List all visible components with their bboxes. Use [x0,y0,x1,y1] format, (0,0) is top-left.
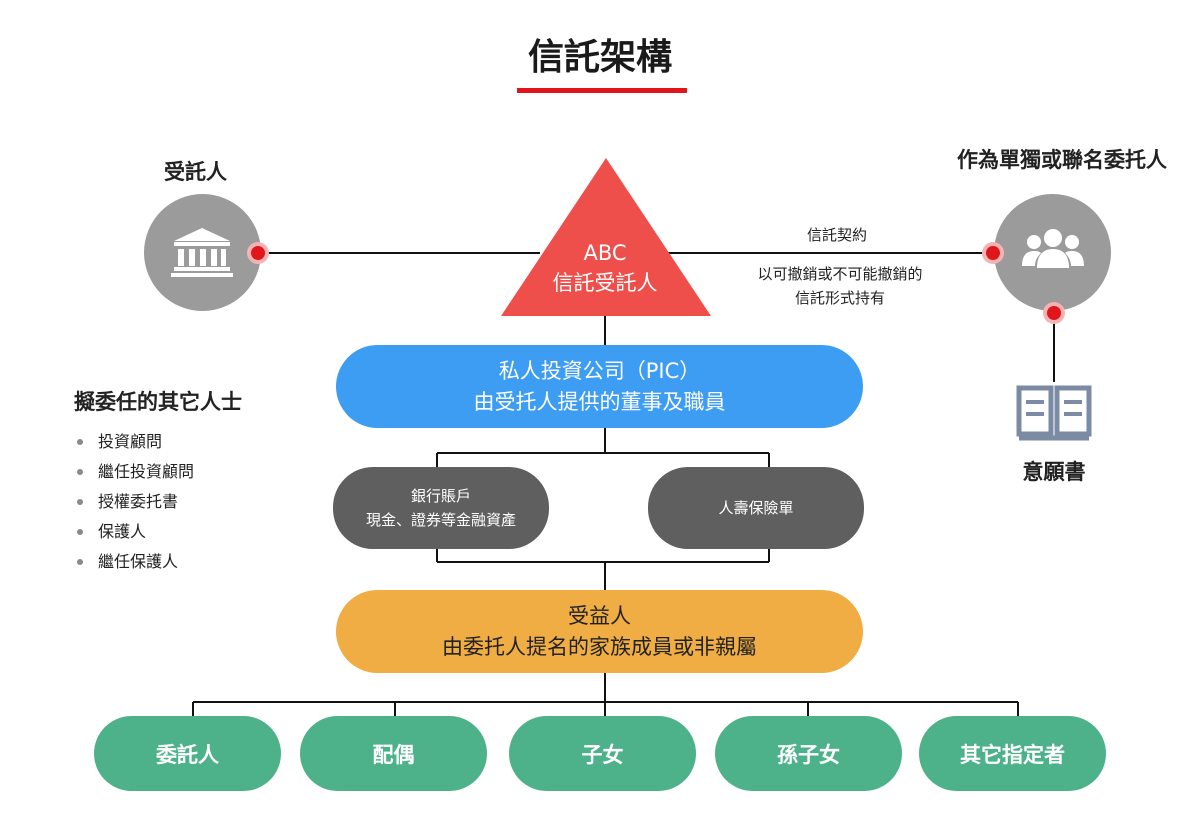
asset-life-insurance: 人壽保險單 [648,467,864,549]
trustee-triangle [501,158,711,316]
beneficiary-type-label: 孫子女 [777,742,840,767]
settlor-bottom-dot [1043,302,1065,324]
beneficiary-line2: 由委托人提名的家族成員或非親屬 [442,634,757,659]
beneficiary-type-grandchildren: 孫子女 [715,716,902,791]
triangle-line1: ABC [583,241,627,265]
open-book-icon [1016,385,1092,441]
page-title: 信託架構 [527,37,672,78]
settlor-connection-dot [982,242,1004,264]
list-item: 投資顧問 [74,427,194,457]
letter-of-wishes-label: 意願書 [1022,460,1086,484]
beneficiary-type-label: 子女 [581,742,624,767]
contract-note: 以可撤銷或不可能撤銷的 信託形式持有 [730,262,950,310]
pic-line2: 由受托人提供的董事及職員 [473,389,726,414]
appointees-list: 投資顧問 繼任投資顧問 授權委托書 保護人 繼任保護人 [74,427,194,577]
asset-line2: 現金、證券等金融資產 [365,511,516,529]
beneficiary-box: 受益人 由委托人提名的家族成員或非親屬 [336,590,863,673]
settlor-circle [994,194,1111,311]
triangle-line2: 信託受託人 [552,271,658,295]
beneficiary-type-label: 委託人 [156,742,219,767]
triangle-text: ABC 信託受託人 [520,238,690,298]
pic-line1: 私人投資公司（PIC） [498,358,701,383]
trustee-label: 受託人 [164,160,227,184]
beneficiary-type-spouse: 配偶 [300,716,487,791]
trustee-circle [144,194,261,311]
list-item: 保護人 [74,517,194,547]
pic-box: 私人投資公司（PIC） 由受托人提供的董事及職員 [336,345,863,428]
beneficiary-type-other: 其它指定者 [919,716,1106,791]
beneficiary-type-label: 其它指定者 [960,742,1065,767]
list-item: 繼任保護人 [74,547,194,577]
asset-line1: 銀行賬戶 [410,487,471,505]
list-item: 授權委托書 [74,487,194,517]
beneficiary-line1: 受益人 [568,603,631,628]
contract-note-line2: 信託形式持有 [794,289,885,307]
bank-icon [171,228,233,277]
contract-note-line1: 以可撤銷或不可能撤銷的 [757,265,923,283]
appointees-heading: 擬委任的其它人士 [74,390,242,414]
beneficiary-type-settlor: 委託人 [94,716,281,791]
settlor-label: 作為單獨或聯名委托人 [957,148,1167,172]
beneficiary-type-children: 子女 [509,716,696,791]
asset-line1: 人壽保險單 [718,499,794,517]
title-underline [517,88,687,93]
asset-bank-account: 銀行賬戶 現金、證券等金融資產 [333,467,549,549]
contract-label: 信託契約 [806,226,867,244]
beneficiary-type-label: 配偶 [372,742,415,767]
trustee-connection-dot [247,242,269,264]
list-item: 繼任投資顧問 [74,457,194,487]
users-group-icon [1022,229,1084,268]
